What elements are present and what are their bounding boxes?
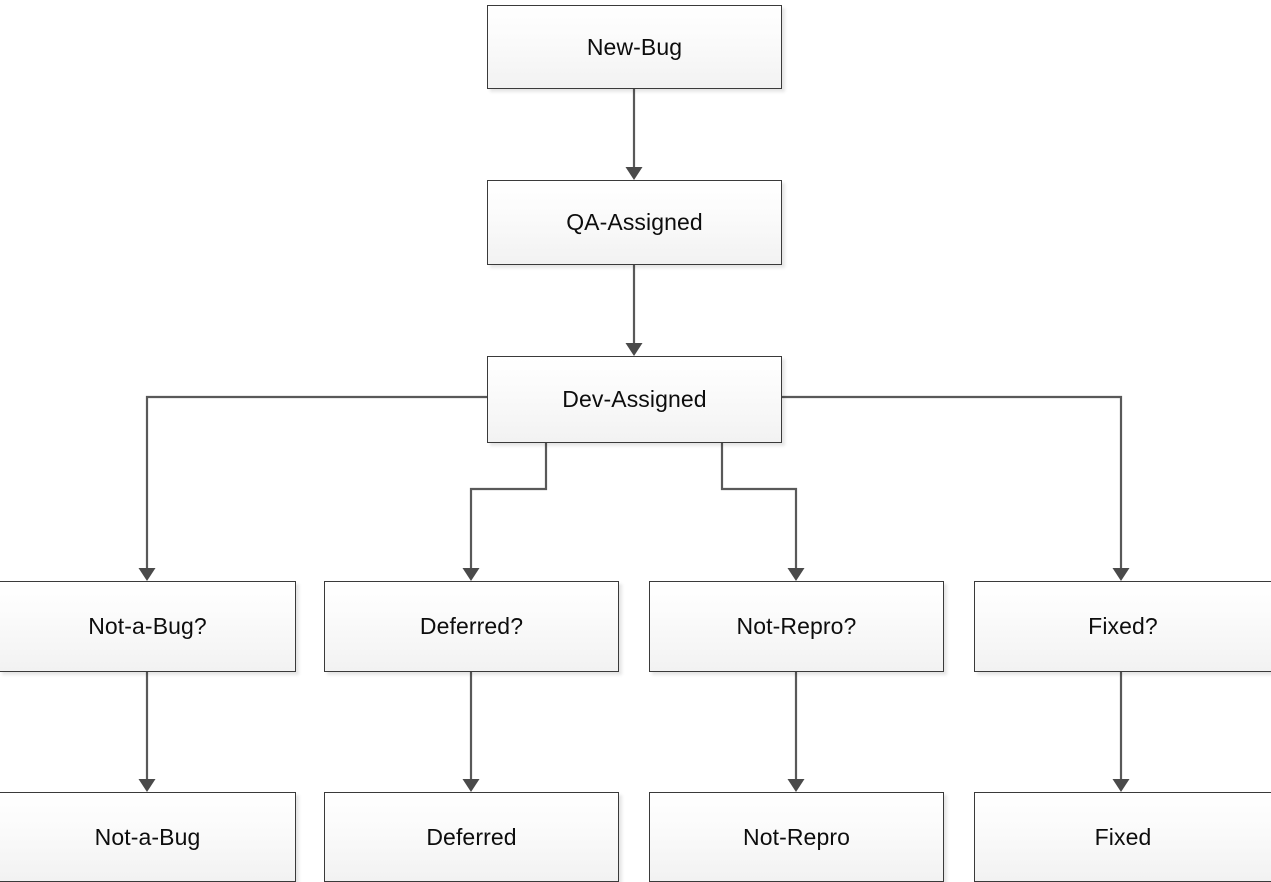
edge-line <box>720 443 798 573</box>
edge-line <box>782 395 1123 573</box>
edge-e-dev-fixedq <box>782 395 1130 581</box>
edge-e-notabugq-notabug <box>138 672 156 792</box>
arrowhead-icon <box>625 343 643 356</box>
node-new-bug[interactable]: New-Bug <box>487 5 782 89</box>
edge-e-fixedq-fixed <box>1112 672 1130 792</box>
node-label-new-bug: New-Bug <box>586 33 683 60</box>
node-label-fixed-q: Fixed? <box>1088 613 1158 639</box>
node-not-repro[interactable]: Not-Repro <box>649 792 944 882</box>
node-label-deferred: Deferred <box>426 823 517 850</box>
edge-e-deferredq-deferred <box>462 672 480 792</box>
arrowhead-icon <box>787 779 805 792</box>
edge-e-notreproq-notrepro <box>787 672 805 792</box>
edge-e-dev-notabugq <box>138 395 487 581</box>
edge-line <box>469 443 548 573</box>
node-not-repro-q[interactable]: Not-Repro? <box>649 581 944 672</box>
node-fixed-q[interactable]: Fixed? <box>974 581 1271 672</box>
node-label-dev-assigned: Dev-Assigned <box>562 386 707 412</box>
node-label-qa-assigned: QA-Assigned <box>566 209 703 235</box>
node-label-deferred-q: Deferred? <box>419 613 524 639</box>
edge-e-dev-notreproq <box>720 443 805 581</box>
node-label-fixed: Fixed <box>1094 823 1152 850</box>
arrowhead-icon <box>1112 779 1130 792</box>
arrowhead-icon <box>462 779 480 792</box>
edge-line <box>145 395 487 573</box>
node-label-not-a-bug-q: Not-a-Bug? <box>88 613 207 639</box>
arrowhead-icon <box>462 568 480 581</box>
node-not-a-bug[interactable]: Not-a-Bug <box>0 792 296 882</box>
arrowhead-icon <box>138 568 156 581</box>
node-label-not-repro-q: Not-Repro? <box>736 613 857 639</box>
edge-e-newbug-qa <box>625 89 643 180</box>
node-deferred-q[interactable]: Deferred? <box>324 581 619 672</box>
node-not-a-bug-q[interactable]: Not-a-Bug? <box>0 581 296 672</box>
node-qa-assigned[interactable]: QA-Assigned <box>487 180 782 265</box>
arrowhead-icon <box>625 167 643 180</box>
node-label-not-a-bug: Not-a-Bug <box>94 823 201 850</box>
arrowhead-icon <box>138 779 156 792</box>
node-fixed[interactable]: Fixed <box>974 792 1271 882</box>
arrowhead-icon <box>1112 568 1130 581</box>
arrowhead-icon <box>787 568 805 581</box>
node-dev-assigned[interactable]: Dev-Assigned <box>487 356 782 443</box>
edge-e-qa-dev <box>625 265 643 356</box>
node-label-not-repro: Not-Repro <box>743 823 850 850</box>
node-deferred[interactable]: Deferred <box>324 792 619 882</box>
edge-e-dev-deferredq <box>462 443 548 581</box>
